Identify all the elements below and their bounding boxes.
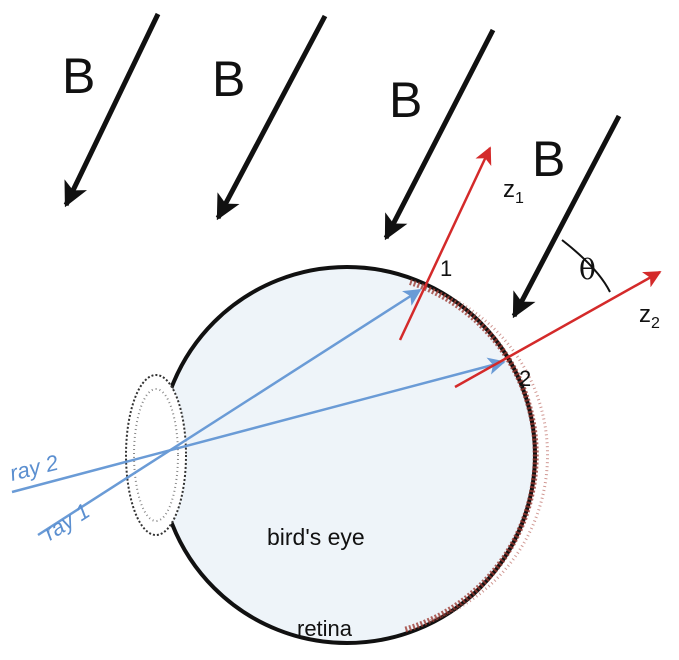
lens-texture: [133, 388, 179, 522]
field-label: B: [532, 131, 565, 187]
angle-arc: [561, 239, 611, 293]
field-arrow: [63, 12, 161, 208]
receptor-axes: [398, 146, 662, 389]
axis-z1-arrow: [398, 146, 492, 341]
magnetic-field-arrows: B B B B: [62, 12, 622, 319]
retina-label: retina: [297, 616, 353, 641]
axis-symbol: z: [639, 301, 651, 328]
theta-label: θ: [579, 253, 596, 286]
svg-text:z2: z2: [639, 301, 660, 332]
angle-theta: θ: [561, 239, 611, 293]
eye-label: bird's eye: [267, 524, 365, 550]
field-label: B: [62, 48, 95, 104]
axis-z2-arrow: [454, 270, 662, 389]
ray-2-line: [11, 357, 506, 494]
axis-z2-label: z2: [639, 301, 660, 332]
eye: [125, 265, 550, 645]
field-label: B: [389, 72, 422, 128]
retina-band: [429, 287, 550, 623]
point-1-label: 1: [440, 256, 452, 281]
field-arrow: [383, 28, 496, 241]
field-label: B: [212, 51, 245, 107]
point-2-label: 2: [519, 366, 531, 391]
svg-text:z1: z1: [503, 176, 524, 207]
axis-subscript: 1: [515, 190, 524, 207]
axis-subscript: 2: [651, 315, 660, 332]
ray-1-line: [37, 288, 422, 537]
retina-band: [403, 279, 539, 633]
axis-z1-label: z1: [503, 176, 524, 207]
axis-symbol: z: [503, 176, 515, 203]
field-arrow: [215, 14, 328, 221]
field-arrow: [511, 114, 622, 319]
